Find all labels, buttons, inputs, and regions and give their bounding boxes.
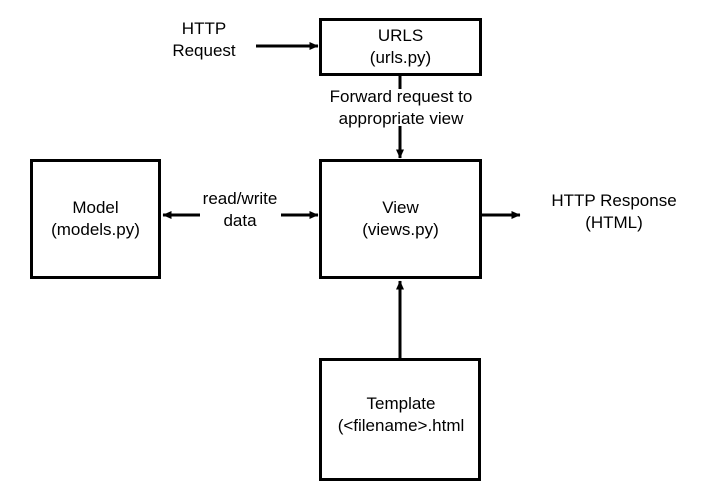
- node-view[interactable]: View (views.py): [319, 159, 482, 279]
- node-urls-title: URLS: [377, 26, 424, 46]
- label-http-response-line1: HTTP Response: [551, 191, 677, 210]
- node-model[interactable]: Model (models.py): [30, 159, 161, 279]
- label-readwrite-line1: read/write: [202, 189, 278, 208]
- node-template-label: Template (<filename>.html: [315, 393, 487, 437]
- node-view-filename: (views.py): [362, 220, 439, 239]
- label-http-response: HTTP Response (HTML): [524, 190, 704, 234]
- label-read-write-data: read/write data: [190, 188, 290, 232]
- label-http-request-line2: Request: [172, 41, 236, 61]
- node-template-filename: (<filename>.html: [337, 415, 465, 435]
- label-forward-request: Forward request to appropriate view: [306, 86, 496, 130]
- node-view-title: View: [382, 198, 419, 218]
- node-template-title: Template: [366, 394, 436, 413]
- node-urls-filename: (urls.py): [369, 48, 432, 67]
- label-forward-line1: Forward request to: [329, 87, 473, 106]
- label-readwrite-line2: data: [223, 211, 257, 231]
- node-urls[interactable]: URLS (urls.py): [319, 18, 482, 76]
- node-template[interactable]: [319, 358, 481, 481]
- label-http-request-line1: HTTP: [181, 19, 227, 38]
- label-http-request: HTTP Request: [152, 18, 256, 62]
- label-http-response-line2: (HTML): [585, 213, 643, 233]
- node-model-title: Model: [72, 198, 119, 218]
- node-model-filename: (models.py): [51, 220, 140, 239]
- label-forward-line2: appropriate view: [338, 109, 464, 129]
